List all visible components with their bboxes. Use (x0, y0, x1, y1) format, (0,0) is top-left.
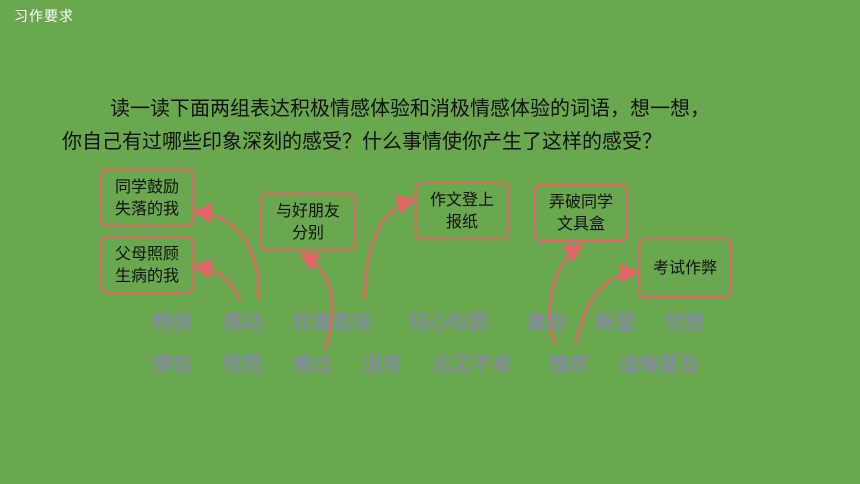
box-parents-care: 父母照顾 生病的我 (100, 236, 194, 294)
box-text: 文具盒 (556, 214, 605, 233)
box-text: 生病的我 (114, 266, 179, 285)
negative-word: 追悔莫及 (619, 352, 699, 376)
instruction-text: 读一读下面两组表达积极情感体验和消极情感体验的词语，想一想， 你自己有过哪些印象… (62, 92, 822, 158)
negative-word: 沮丧 (362, 352, 402, 376)
negative-word: 惧怕 (152, 352, 192, 376)
box-essay-newspaper: 作文登上 报纸 (415, 182, 509, 240)
arrow-gandong-encourage (192, 203, 260, 301)
negative-word: 忐忑不安 (432, 352, 512, 376)
box-classmate-encourage: 同学鼓励 失落的我 (100, 169, 194, 227)
box-text: 失落的我 (114, 199, 179, 218)
box-text: 父母照顾 (114, 244, 179, 263)
negative-word: 难过 (292, 352, 332, 376)
box-text: 报纸 (445, 212, 478, 231)
positive-word: 畅快 (152, 310, 192, 334)
positive-word: 欣慰 (665, 310, 705, 334)
positive-word: 激动 (526, 310, 566, 334)
arrow-kuijiu-pencilbox (548, 243, 585, 346)
box-friend-parting: 与好朋友 分别 (260, 193, 356, 251)
instruction-line-1: 读一读下面两组表达积极情感体验和消极情感体验的词语，想一想， (110, 96, 710, 120)
box-text: 考试作弊 (652, 258, 717, 277)
box-break-pencilbox: 弄破同学 文具盒 (534, 184, 628, 242)
instruction-line-2: 你自己有过哪些印象深刻的感受？什么事情使你产生了这样的感受？ (62, 129, 662, 153)
positive-word: 感动 (223, 310, 263, 334)
positive-word: 盼望 (595, 310, 635, 334)
arrow-nanguo-friend (298, 252, 334, 351)
box-text: 作文登上 (429, 190, 494, 209)
negative-word: 愤怒 (223, 352, 263, 376)
page-title: 习作要求 (14, 9, 74, 25)
negative-word: 愧疚 (549, 352, 589, 376)
arrow-gandong-care (192, 259, 242, 301)
arrow-kuijiu-cheat (573, 263, 640, 346)
positive-word: 欣喜若狂 (292, 310, 372, 334)
box-exam-cheating: 考试作弊 (638, 238, 732, 298)
arrow-jidong-essay (363, 194, 417, 301)
positive-word: 归心似箭 (408, 310, 488, 334)
box-text: 与好朋友 (275, 201, 340, 220)
box-text: 分别 (291, 223, 324, 242)
box-text: 弄破同学 (548, 192, 613, 211)
box-text: 同学鼓励 (114, 177, 179, 196)
